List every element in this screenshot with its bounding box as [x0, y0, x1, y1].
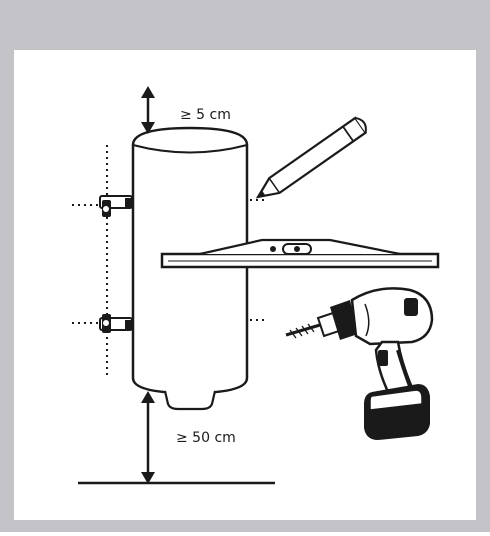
bracket-icon — [99, 314, 133, 333]
spirit-level-icon — [160, 238, 440, 269]
top-clearance-label: ≥ 5 cm — [180, 107, 231, 123]
power-drill-icon — [285, 287, 434, 440]
top-clearance-arrow — [141, 86, 155, 134]
heater-bottom-cap — [163, 390, 217, 411]
bottom-clearance-arrow — [141, 391, 155, 484]
bracket-icon — [99, 195, 133, 217]
bottom-clearance-label: ≥ 50 cm — [176, 430, 236, 446]
water-heater — [131, 126, 249, 411]
pencil-icon — [255, 116, 368, 199]
